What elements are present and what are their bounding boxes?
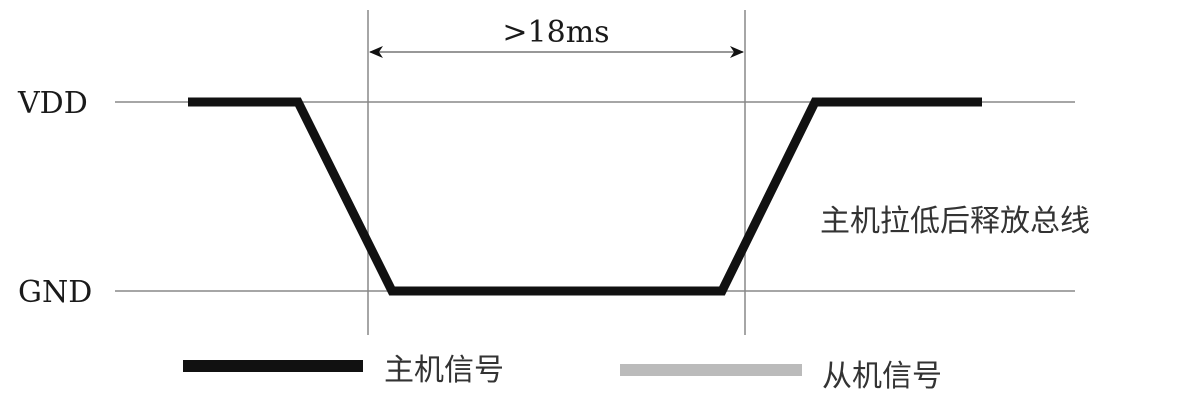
legend-host-label: 主机信号 [384,353,504,388]
host-signal-waveform [188,97,982,296]
legend-host-swatch [183,360,363,372]
gnd-label: GND [18,275,92,310]
legend-slave-swatch [620,364,802,376]
duration-label: >18ms [502,15,609,50]
release-bus-annotation: 主机拉低后释放总线 [820,204,1090,239]
legend-slave-label: 从机信号 [822,359,942,394]
vdd-label: VDD [17,86,88,121]
